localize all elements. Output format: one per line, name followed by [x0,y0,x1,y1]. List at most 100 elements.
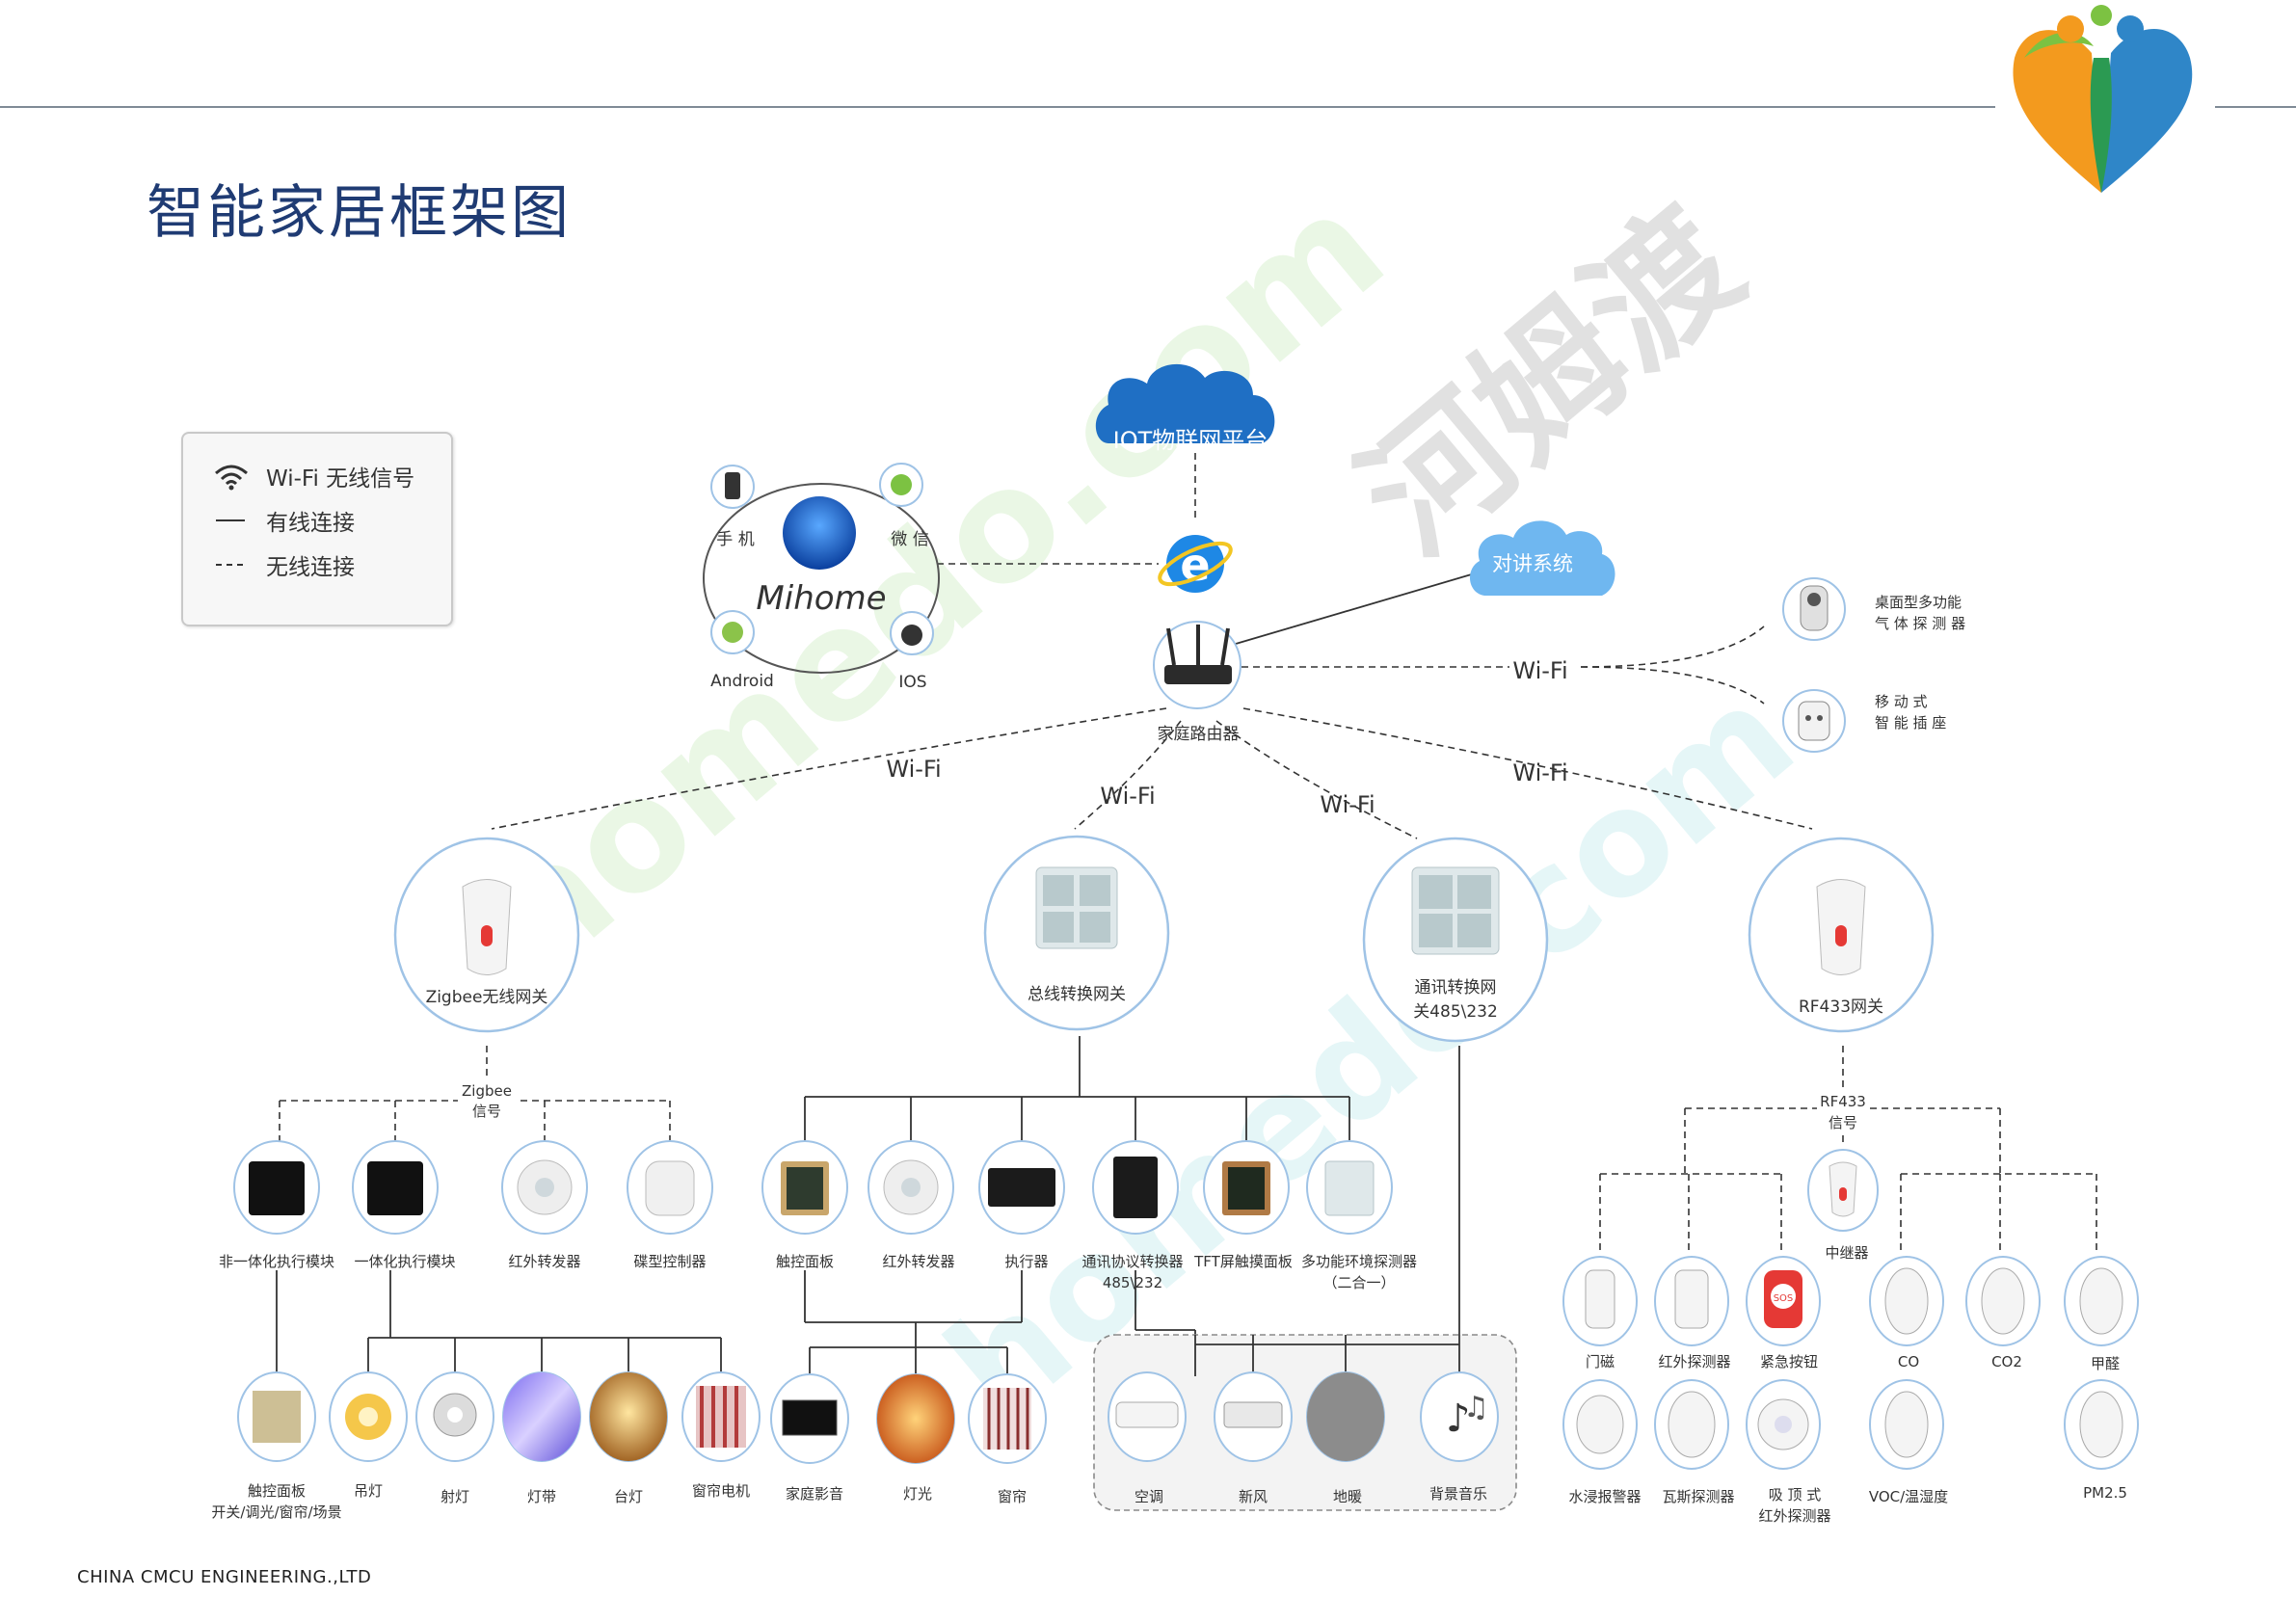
hvac-label-1: 新风 [1239,1488,1268,1505]
header-divider [0,106,1995,108]
bottom-left-label-4: 窗帘电机 [692,1482,750,1500]
touch-panel-switch-icon [253,1391,301,1443]
wechat-icon [891,474,912,495]
link-router-bus [1074,720,1182,830]
rf-row1-label-2: 紧急按钮 [1760,1353,1818,1370]
wifi-label-comm: Wi-Fi [1320,791,1375,818]
svg-text:♫: ♫ [1463,1391,1489,1424]
bottom-touch-panel-label-2: 开关/调光/窗帘/场景 [211,1503,341,1521]
zigbee-gateway [393,837,580,1033]
smart-plug-device [1782,689,1846,753]
home-theater-icon [782,1399,838,1436]
chandelier-icon [345,1394,391,1440]
iot-cloud-label: IOT物联网平台 [1113,427,1268,454]
router-icon [1153,621,1241,709]
hvac-label-2: 地暖 [1333,1488,1362,1505]
curtain-icon [983,1388,1031,1450]
bottom-left-label-1: 射灯 [441,1488,469,1505]
protocol-converter-icon [1113,1157,1158,1218]
page-title: 智能家居框架图 [147,179,572,247]
bus-gateway-label: 总线转换网关 [1028,985,1126,1004]
rf433-signal-label-2: 信号 [1829,1114,1857,1131]
smart-plug-label-2: 智 能 插 座 [1875,714,1946,732]
hvac-label-3: 背景音乐 [1429,1485,1487,1503]
wifi-label-right: Wi-Fi [1512,657,1567,684]
legend-wifi: Wi-Fi 无线信号 [212,457,414,495]
app-ios-label: IOS [898,673,926,692]
comm-gateway-label-1: 通讯转换网 [1415,978,1497,998]
wifi-label-bus: Wi-Fi [1100,783,1155,810]
non-integrated-module-icon [249,1161,305,1215]
rf-repeater-label: 中继器 [1825,1244,1868,1262]
rf-row1-label-0: 门磁 [1586,1353,1615,1370]
legend-wifi-label: Wi-Fi 无线信号 [266,466,415,492]
link-right-plug [1580,666,1765,705]
link-right-gas [1580,625,1765,668]
zigbee-device-label-3: 碟型控制器 [633,1253,706,1270]
floor-heating-icon [1307,1372,1384,1461]
app-phone-label: 手 机 [716,530,754,549]
actuator-icon [988,1168,1055,1207]
mihome-logo-icon [783,496,856,570]
bottom-left-label-2: 灯带 [527,1488,556,1505]
header-divider-right [2215,106,2296,108]
zigbee-signal-label-2: 信号 [472,1103,501,1120]
dashed-line-icon [216,564,245,566]
legend-wireless: 无线连接 [212,545,355,584]
emergency-button-icon: SOS [1764,1270,1802,1328]
rf433-signal-label-1: RF433 [1820,1093,1866,1110]
rf433-gateway-label: RF433网关 [1799,998,1883,1017]
rf-row1-label-5: 甲醛 [2091,1355,2120,1372]
mihome-app-ring: Mihome [703,463,940,674]
bus-device-label-2: 执行器 [1004,1253,1048,1270]
rf-row2-label-1: 瓦斯探测器 [1662,1488,1734,1505]
bus-device-label-5: 多功能环境探测器 [1301,1253,1417,1270]
mihome-label: Mihome [756,579,886,618]
pm25-detector-icon [2079,1391,2123,1458]
light-strip-icon [503,1372,580,1461]
zigbee-gateway-label: Zigbee无线网关 [426,988,548,1007]
bottom-left-label-0: 吊灯 [354,1482,383,1500]
bus-device-label-3: 通讯协议转换器 [1081,1253,1183,1270]
wifi-label-rf433: Wi-Fi [1512,759,1567,786]
ceiling-ir-icon [1757,1398,1809,1450]
intercom-cloud: 对讲系统 [1469,520,1615,596]
android-icon [722,622,743,643]
rf-row2-label-3: PM2.5 [2083,1484,2127,1502]
curtain-motor-icon [696,1386,746,1448]
co-detector-icon [1884,1267,1929,1335]
legend-wired: 有线连接 [212,501,355,540]
rf-repeater-device [1807,1149,1879,1232]
legend-wired-label: 有线连接 [266,511,355,536]
iot-cloud: IOT物联网平台 [1095,363,1275,454]
rf-row1-label-1: 红外探测器 [1658,1353,1730,1370]
comm-gateway [1362,837,1549,1043]
zigbee-device-label-1: 一体化执行模块 [354,1253,455,1270]
footer-company: CHINA CMCU ENGINEERING.,LTD [77,1567,372,1587]
app-wechat-label: 微 信 [891,530,928,549]
bus-device-sub-protocol: 485\232 [1103,1274,1162,1291]
fresh-air-icon [1223,1401,1283,1428]
formaldehyde-detector-icon [2079,1267,2123,1335]
comm-gateway-label-2: 关485\232 [1413,1002,1498,1022]
bus-device-label-1: 红外转发器 [882,1253,954,1270]
rf-row1-label-3: CO [1898,1353,1919,1370]
bottom-mid-label-2: 窗帘 [998,1488,1027,1505]
sos-label: SOS [1774,1293,1794,1304]
legend-wireless-label: 无线连接 [266,555,355,580]
table-lamp-icon [590,1372,667,1461]
bottom-mid-label-1: 灯光 [903,1485,932,1503]
link-router-comm [1215,720,1418,839]
bus-device-label-0: 触控面板 [776,1253,834,1270]
env-detector-icon [1324,1160,1375,1216]
browser-icon: e [1158,535,1233,593]
ir-detector-icon [1674,1269,1709,1329]
intercom-cloud-label: 对讲系统 [1492,552,1573,575]
bus-device-sub-env: （二合一） [1322,1274,1395,1291]
bottom-touch-panel-label-1: 触控面板 [248,1482,306,1500]
watermark-homedo-1: homedo.com [447,157,1417,1011]
link-router-intercom [1235,572,1476,645]
tft-panel-icon [1222,1161,1270,1215]
solid-line-icon [216,519,245,521]
rf-ceiling-label-1: 吸 顶 式 [1769,1486,1822,1503]
